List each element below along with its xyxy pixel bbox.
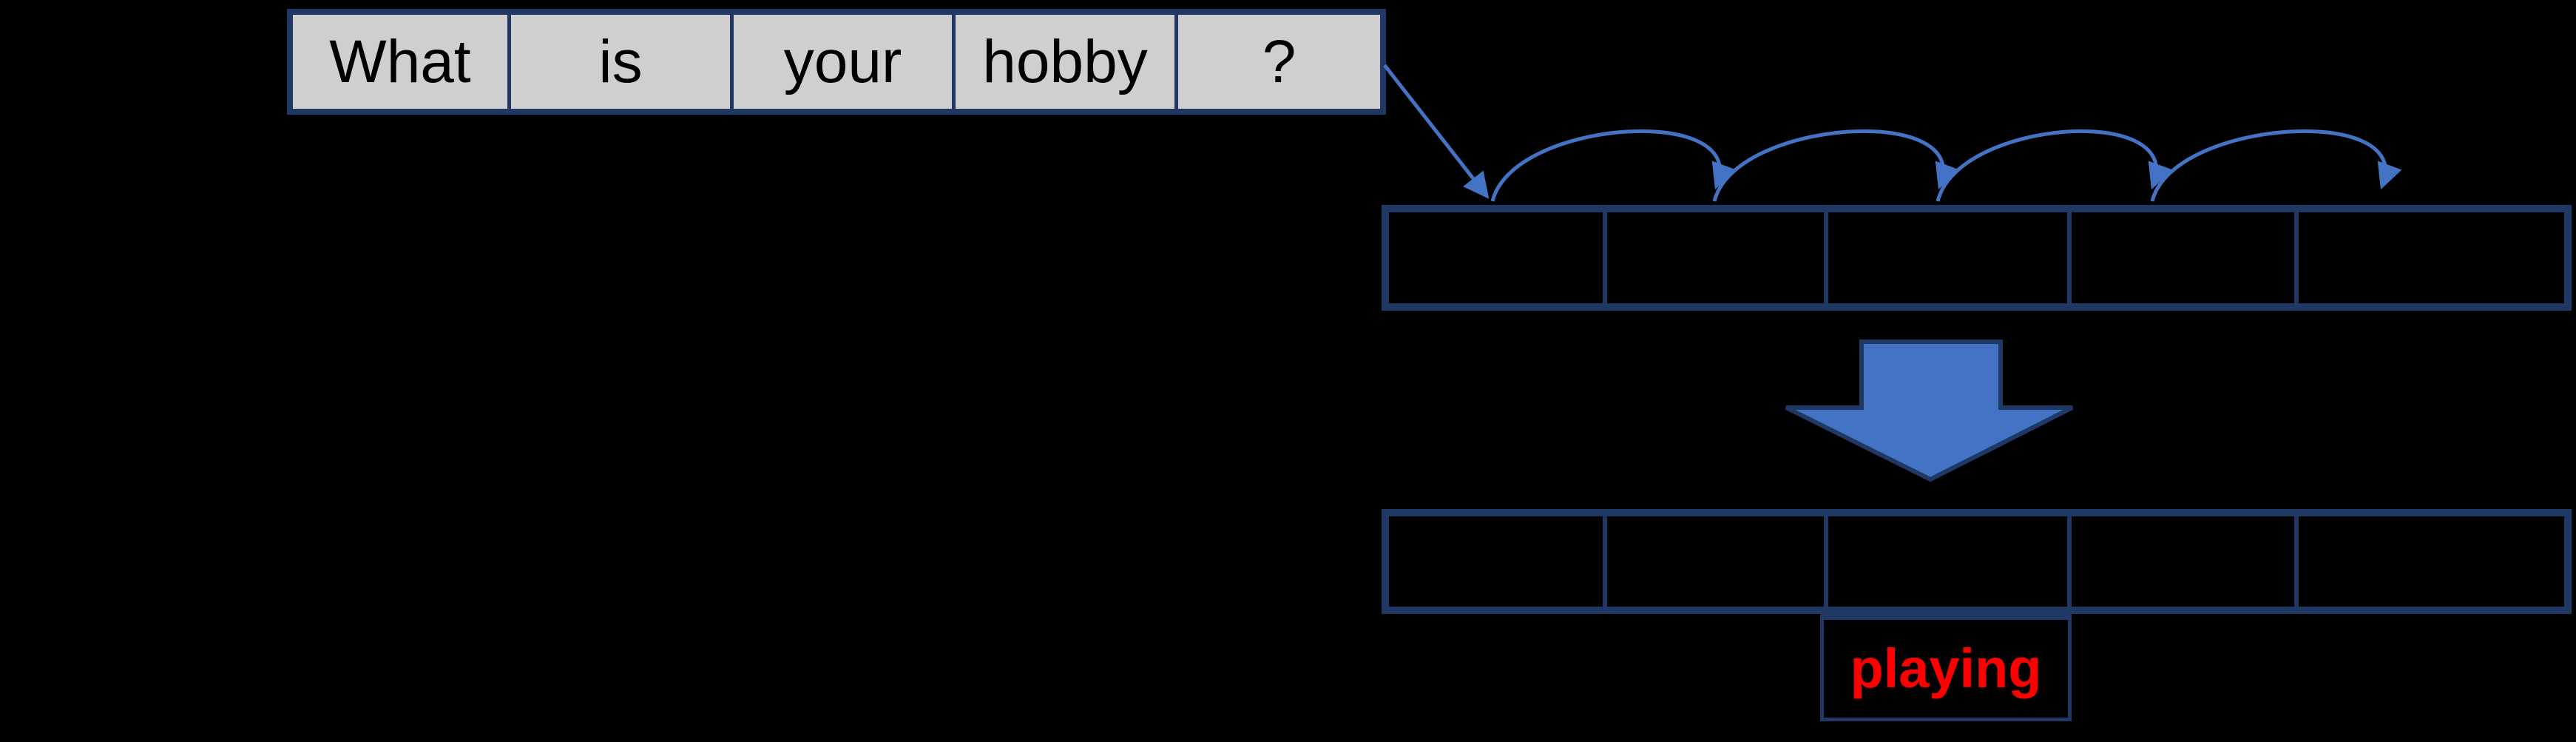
bottom-row-cell (2067, 516, 2294, 607)
top-row-cell (1603, 212, 1824, 303)
input-word-label: hobby (982, 27, 1148, 95)
input-word-label: What (329, 27, 471, 95)
input-word-cell: What (293, 15, 507, 109)
top-cell-row (1382, 205, 2572, 311)
input-word-cell: your (730, 15, 952, 109)
input-word-label: ? (1262, 27, 1297, 95)
diagonal-input-arrow-icon (1383, 64, 1490, 199)
top-row-cell (1824, 212, 2067, 303)
bottom-row-cell (1824, 516, 2067, 607)
bottom-row-cell (2294, 516, 2564, 607)
input-word-cell: hobby (952, 15, 1174, 109)
input-word-cell: is (507, 15, 730, 109)
input-sentence-table: What is your hobby ? (287, 9, 1386, 115)
input-word-cell: ? (1174, 15, 1380, 109)
bottom-row-cell (1603, 516, 1824, 607)
top-row-cell (1389, 212, 1603, 303)
curved-hop-arrow-icon (1712, 129, 1960, 202)
top-row-cell (2067, 212, 2294, 303)
curved-hop-arrow-icon (1490, 129, 1737, 202)
predicted-word-box: playing (1820, 614, 2072, 721)
curved-hop-arrow-icon (1936, 129, 2173, 202)
bottom-cell-row (1382, 509, 2572, 614)
input-word-label: your (783, 27, 902, 95)
input-word-label: is (598, 27, 643, 95)
predicted-word-label: playing (1850, 638, 2042, 699)
bottom-row-cell (1389, 516, 1603, 607)
block-down-arrow-icon (1785, 340, 2074, 482)
curved-hop-arrow-icon (2150, 129, 2402, 202)
top-row-cell (2294, 212, 2564, 303)
